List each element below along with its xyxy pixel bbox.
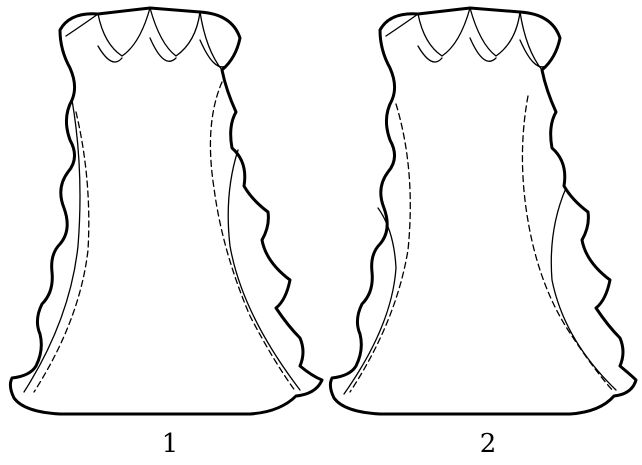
- figure-1-right-dashed-contour: [210, 82, 296, 392]
- figure-1-label: 1: [162, 429, 179, 459]
- figure-1-outline: [10, 8, 322, 414]
- figure-2-tooth-line: [386, 8, 542, 70]
- figure-2-left-dashed-contour: [350, 104, 410, 392]
- figure-1: [10, 8, 322, 414]
- figure-1-tooth-line: [66, 8, 222, 70]
- figure-2: [330, 8, 636, 414]
- figure-1-right-inner-contour: [228, 150, 300, 390]
- figure-2-label: 2: [480, 429, 497, 459]
- figure-2-left-inner-contour: [344, 208, 396, 394]
- figure-2-outline: [330, 8, 636, 414]
- figure-2-right-dashed-contour: [522, 96, 614, 392]
